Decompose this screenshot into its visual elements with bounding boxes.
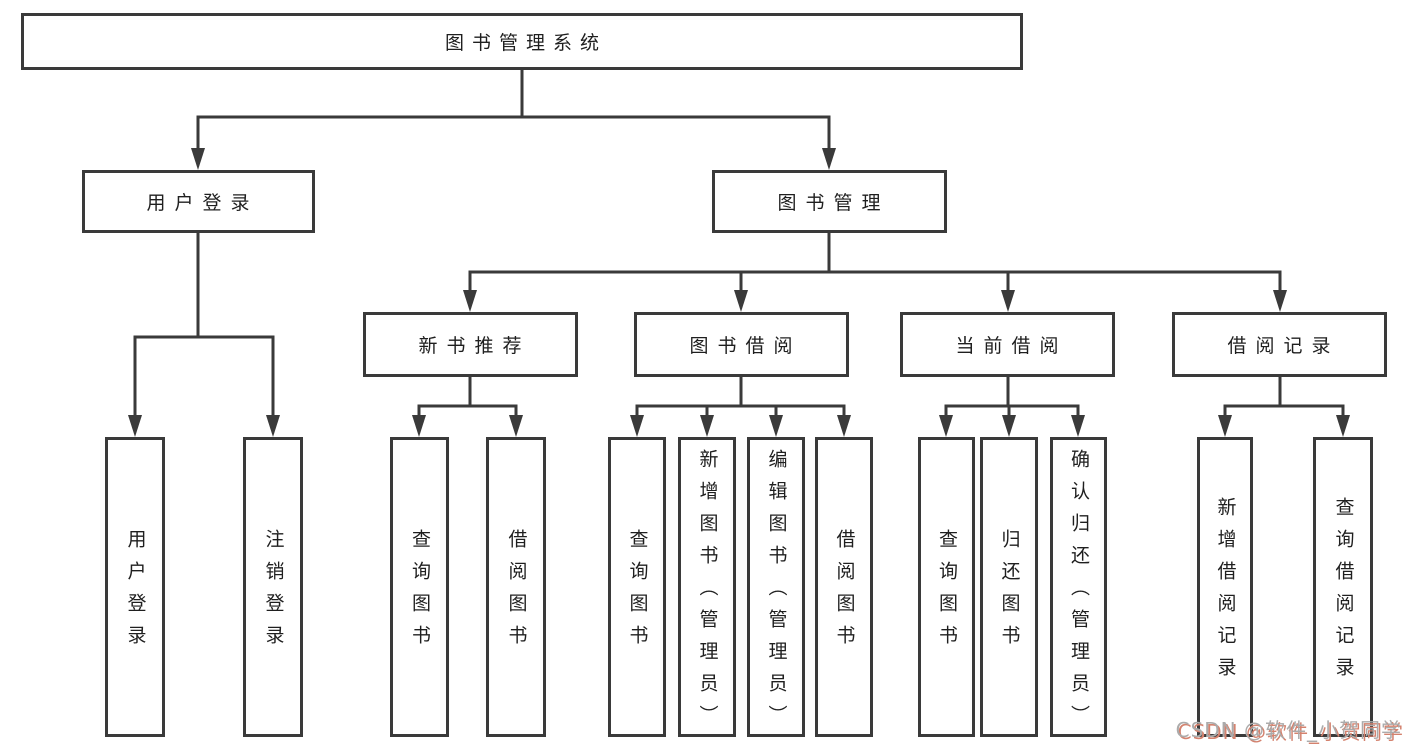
arrowhead-book-mgmt xyxy=(822,148,836,170)
arrowhead-cb-confirm xyxy=(1071,415,1085,437)
csdn-watermark: CSDN @软件_小贺同学 xyxy=(1175,718,1402,742)
leaf-user-login-label: 用户登录 xyxy=(124,529,147,657)
arrowhead-leaf-logout xyxy=(266,415,280,437)
leaf-bb-query-books-label: 查询图书 xyxy=(626,529,649,657)
node-current-borrowing: 当前借阅 xyxy=(900,312,1115,377)
leaf-bb-add-books-admin: 新增图书（管理员） xyxy=(678,437,736,737)
node-book-borrowing-label: 图书借阅 xyxy=(689,335,802,357)
arrowhead-new-book-rec xyxy=(463,290,477,312)
connector-borrow-records-rail xyxy=(1223,404,1345,415)
leaf-cb-confirm-return-admin: 确认归还（管理员） xyxy=(1050,437,1107,737)
leaf-nb-query-books: 查询图书 xyxy=(390,437,449,737)
leaf-cb-return-books: 归还图书 xyxy=(980,437,1038,737)
node-root: 图书管理系统 xyxy=(21,13,1023,70)
leaf-user-login: 用户登录 xyxy=(105,437,165,737)
connector-level2-rail xyxy=(196,115,831,148)
arrowhead-borrow-records xyxy=(1273,290,1287,312)
connector-level3-rail xyxy=(468,270,1282,290)
node-user-login-label: 用户登录 xyxy=(146,192,259,214)
node-borrow-records: 借阅记录 xyxy=(1172,312,1387,377)
leaf-bb-edit-books-admin-label: 编辑图书（管理员） xyxy=(765,449,788,737)
node-book-management: 图书管理 xyxy=(712,170,947,233)
leaf-br-add-record: 新增借阅记录 xyxy=(1197,437,1253,737)
connector-new-book-rail xyxy=(417,404,518,415)
leaf-bb-borrow-books-label: 借阅图书 xyxy=(833,529,856,657)
arrowhead-br-query xyxy=(1336,415,1350,437)
leaf-bb-add-books-admin-label: 新增图书（管理员） xyxy=(696,449,719,737)
arrowhead-br-add xyxy=(1218,415,1232,437)
leaf-cb-query-books: 查询图书 xyxy=(918,437,975,737)
leaf-br-query-record-label: 查询借阅记录 xyxy=(1332,497,1355,689)
node-book-borrowing: 图书借阅 xyxy=(634,312,849,377)
leaf-cb-return-books-label: 归还图书 xyxy=(998,529,1021,657)
arrowhead-nb-borrow xyxy=(509,415,523,437)
arrowhead-bb-query xyxy=(630,415,644,437)
arrowhead-bb-edit xyxy=(769,415,783,437)
leaf-nb-borrow-books-label: 借阅图书 xyxy=(505,529,528,657)
node-user-login: 用户登录 xyxy=(82,170,315,233)
arrowhead-bb-add xyxy=(700,415,714,437)
leaf-cb-query-books-label: 查询图书 xyxy=(936,529,958,657)
arrowhead-cb-return xyxy=(1002,415,1016,437)
leaf-nb-borrow-books: 借阅图书 xyxy=(486,437,546,737)
arrowhead-nb-query xyxy=(412,415,426,437)
leaf-cb-confirm-return-admin-label: 确认归还（管理员） xyxy=(1068,449,1090,737)
arrowhead-user-login xyxy=(191,148,205,170)
leaf-br-query-record: 查询借阅记录 xyxy=(1313,437,1373,737)
connector-current-borrow-rail xyxy=(944,404,1080,415)
node-book-management-label: 图书管理 xyxy=(777,192,890,214)
node-root-label: 图书管理系统 xyxy=(444,32,607,54)
node-new-book-recommendation-label: 新书推荐 xyxy=(418,335,531,357)
leaf-br-add-record-label: 新增借阅记录 xyxy=(1214,497,1237,689)
leaf-nb-query-books-label: 查询图书 xyxy=(409,529,431,657)
connector-user-login-rail xyxy=(133,335,275,415)
leaf-logout: 注销登录 xyxy=(243,437,303,737)
arrowhead-bb-borrow xyxy=(837,415,851,437)
node-current-borrowing-label: 当前借阅 xyxy=(955,335,1068,357)
node-borrow-records-label: 借阅记录 xyxy=(1227,335,1340,357)
leaf-bb-edit-books-admin: 编辑图书（管理员） xyxy=(747,437,805,737)
leaf-bb-borrow-books: 借阅图书 xyxy=(815,437,873,737)
node-new-book-recommendation: 新书推荐 xyxy=(363,312,578,377)
arrowhead-book-borrow xyxy=(734,290,748,312)
leaf-bb-query-books: 查询图书 xyxy=(608,437,666,737)
leaf-logout-label: 注销登录 xyxy=(262,529,285,657)
arrowhead-cb-query xyxy=(939,415,953,437)
connector-book-borrow-rail xyxy=(635,404,846,415)
arrowhead-leaf-user-login xyxy=(128,415,142,437)
arrowhead-current-borrow xyxy=(1001,290,1015,312)
